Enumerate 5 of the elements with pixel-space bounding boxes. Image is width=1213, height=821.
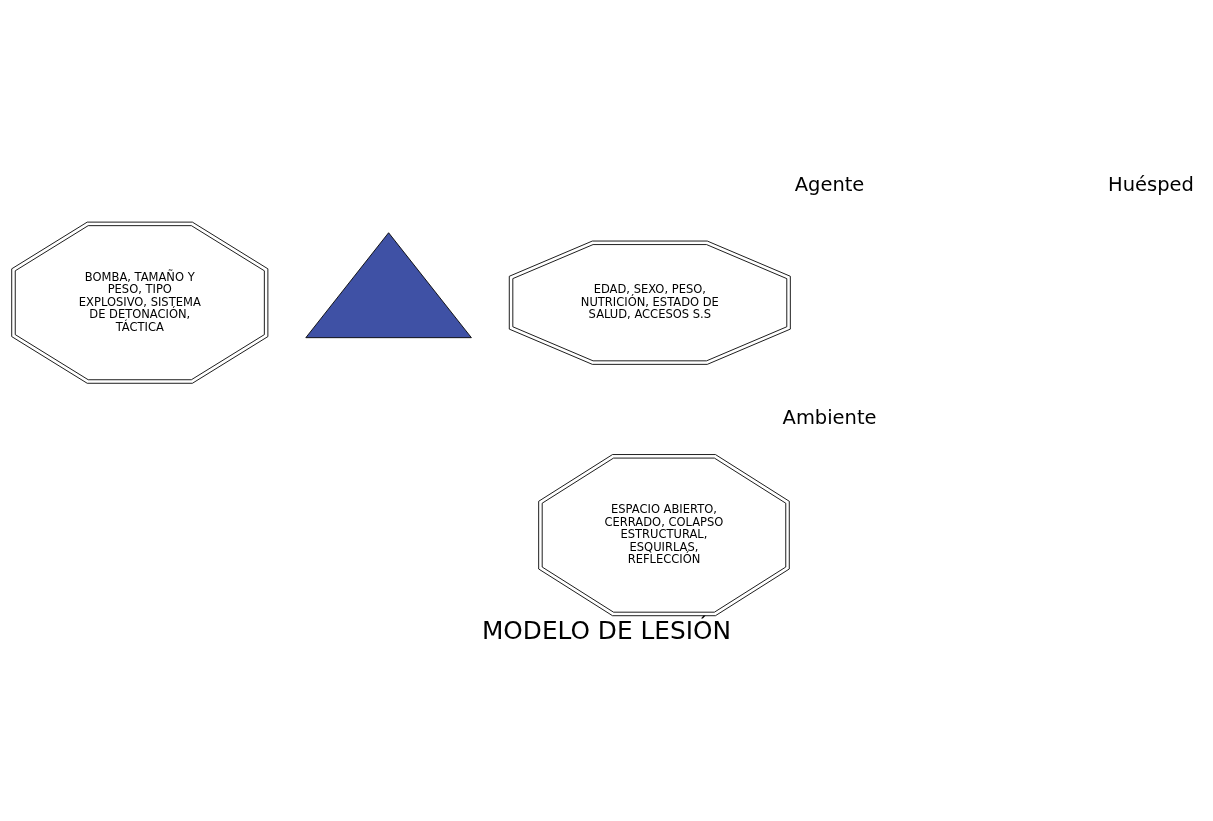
node-triangle (305, 232, 472, 339)
label: Agente (794, 173, 865, 197)
label: Huésped (1108, 173, 1194, 197)
label: Ambiente (782, 405, 877, 429)
diagram-title: MODELO DE LESIÓN (481, 616, 732, 646)
